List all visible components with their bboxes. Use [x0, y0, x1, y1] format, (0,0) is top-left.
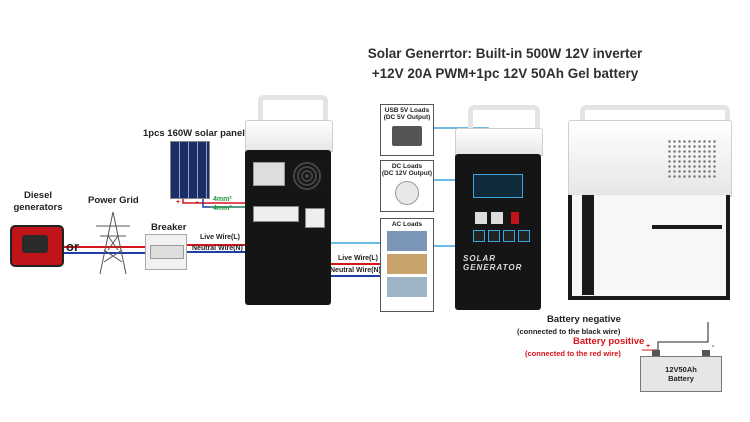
- title-line-1: Solar Generrtor: Built-in 500W 12V inver…: [367, 46, 643, 61]
- diesel-label: Diesel generators: [13, 190, 63, 213]
- solar-panel-icon: [170, 141, 210, 199]
- power-grid-label: Power Grid: [88, 195, 139, 206]
- side-handle: [580, 105, 730, 132]
- dc-loads-label: DC Loads: [391, 163, 423, 170]
- battery-word: Battery: [668, 374, 694, 383]
- usb-port-1: [475, 212, 487, 224]
- dc-output-3: [503, 230, 515, 242]
- fan-icon: [291, 160, 323, 192]
- inverter-top: [245, 120, 333, 152]
- battery-negative-label: Battery negative: [547, 314, 621, 325]
- ac-loads-label: AC Loads: [391, 221, 423, 228]
- live-in-label: Live Wire(L): [200, 234, 240, 241]
- battery-negative-sub: (connected to the black wire): [517, 327, 621, 336]
- dc-output-row: [473, 230, 530, 242]
- battery-name: 12V50Ah: [665, 365, 697, 374]
- generator-top: [455, 128, 543, 156]
- solar-minus: -: [196, 199, 199, 206]
- power-switch: [511, 212, 519, 224]
- dc-loads-box: DC Loads (DC 12V Output): [380, 160, 434, 212]
- vent-icon: [667, 139, 717, 179]
- dc-output-4: [518, 230, 530, 242]
- ac-load-laptop-icon: [387, 277, 427, 297]
- usb-port-2: [491, 212, 503, 224]
- terminal-block: [253, 206, 299, 222]
- wire-gauge-b: 4mm²: [213, 205, 232, 212]
- or-label: or: [66, 239, 79, 254]
- side-view-frame: [568, 195, 730, 300]
- dc-output-2: [488, 230, 500, 242]
- usb-device-icon: [392, 126, 422, 146]
- lcd-display: [473, 174, 523, 198]
- title-line-2: +12V 20A PWM+1pc 12V 50Ah Gel battery: [371, 66, 639, 81]
- solar-generator-unit: SOLAR GENERATOR: [455, 154, 541, 310]
- brand-label: SOLAR GENERATOR: [463, 254, 523, 272]
- usb-loads-box: USB 5V Loads (DC 5V Output): [380, 104, 434, 156]
- breaker-label: Breaker: [151, 222, 187, 233]
- battery-plus-sign: +: [646, 343, 651, 350]
- usb-loads-sub: (DC 5V Output): [383, 114, 431, 121]
- inverter-unit: [245, 150, 331, 305]
- dc-output-1: [473, 230, 485, 242]
- dc-breaker-switch: [253, 162, 285, 186]
- page-title: Solar Generrtor: Built-in 500W 12V inver…: [355, 44, 655, 84]
- wire-gauge-a: 4mm²: [213, 196, 232, 203]
- dc-bulb-icon: [395, 181, 419, 205]
- neutral-out-label: Neutral Wire(N): [330, 267, 381, 274]
- diesel-generator-icon: [10, 225, 64, 267]
- battery-icon: 12V50Ah Battery: [640, 356, 722, 392]
- ac-load-tv-icon: [387, 231, 427, 251]
- live-out-label: Live Wire(L): [338, 255, 378, 262]
- ac-load-lamp-icon: [387, 254, 427, 274]
- solar-plus: +: [176, 199, 181, 206]
- inverter-handle: [258, 95, 328, 130]
- generator-handle: [468, 105, 540, 138]
- usb-loads-label: USB 5V Loads: [384, 107, 430, 114]
- battery-positive-sub: (connected to the red wire): [525, 349, 621, 358]
- neutral-in-label: Neutral Wire(N): [192, 245, 243, 252]
- battery-positive-label: Battery positive: [573, 336, 645, 347]
- battery-positive-terminal: [652, 350, 660, 356]
- ac-socket-icon: [305, 208, 325, 228]
- battery-minus-sign: -: [712, 343, 715, 350]
- battery-neg-lead: [657, 322, 709, 355]
- side-view-top: [568, 120, 732, 197]
- breaker-box-icon: [145, 234, 187, 270]
- dc-loads-sub: (DC 12V Output): [381, 170, 433, 177]
- battery-negative-terminal: [702, 350, 710, 356]
- solar-panel-label: 1pcs 160W solar panel: [143, 128, 245, 139]
- ac-loads-box: AC Loads: [380, 218, 434, 312]
